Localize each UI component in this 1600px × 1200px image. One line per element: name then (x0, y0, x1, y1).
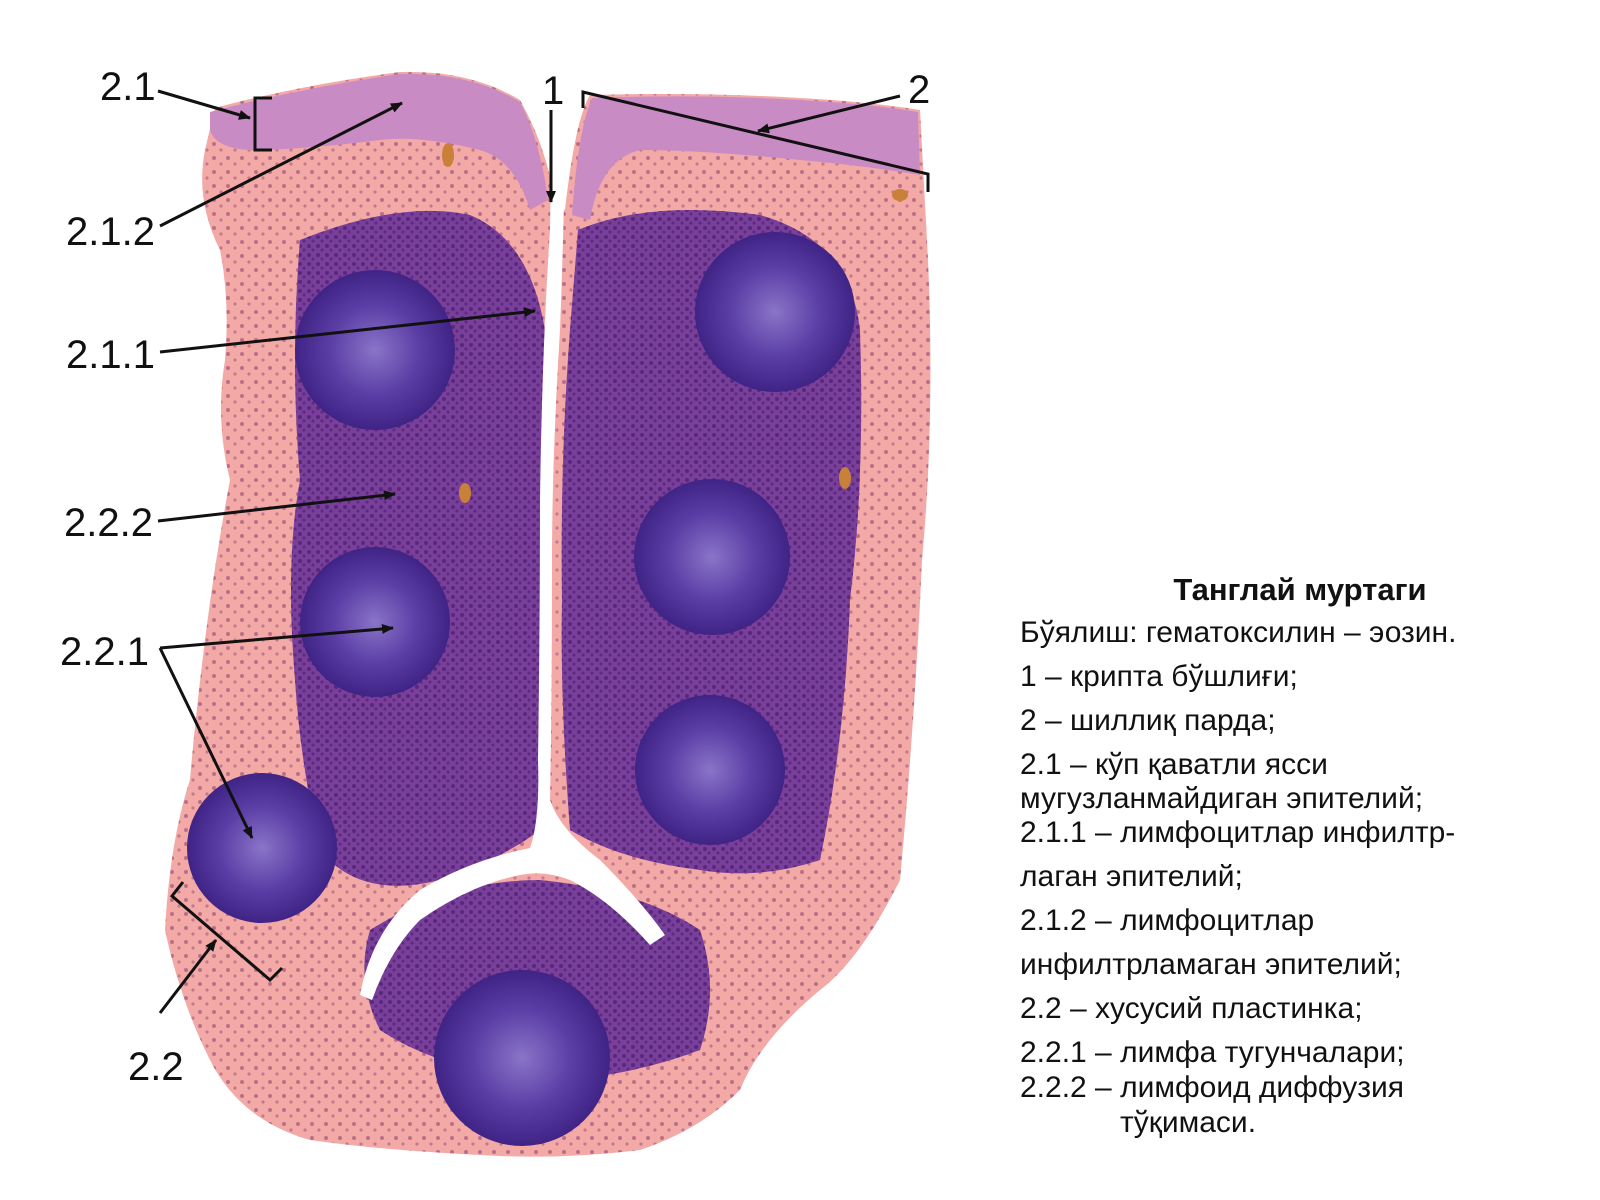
lymphoid-nodule (635, 695, 785, 845)
legend-item: 1 – крипта бўшлиғи; (1020, 660, 1298, 693)
legend-stain: Бўялиш: гематоксилин – эозин. (1020, 616, 1457, 649)
arrow-2-2-1b (158, 647, 254, 839)
arrow-2-1 (157, 89, 251, 120)
vessel (839, 467, 851, 489)
arrow-2-1-1 (159, 307, 536, 354)
vessel (442, 143, 454, 167)
label-2-2-2: 2.2.2 (64, 501, 153, 545)
label-2-1-1: 2.1.1 (66, 333, 155, 377)
bracket-2-1 (253, 96, 272, 152)
arrow-2 (757, 94, 901, 134)
arrow-2-2-2 (157, 490, 396, 523)
label-1: 1 (542, 69, 564, 113)
label-2-2-1: 2.2.1 (60, 630, 149, 674)
legend-item: 2.2.1 – лимфа тугунчалари; (1020, 1036, 1405, 1069)
legend-item: тўқимаси. (1120, 1106, 1257, 1139)
bracket-2-2 (169, 881, 284, 983)
label-2: 2 (908, 68, 930, 112)
lymphoid-nodule (295, 270, 455, 430)
legend-item: лаган эпителий; (1020, 860, 1243, 893)
vessel (892, 189, 908, 201)
bracket-2 (581, 90, 930, 192)
legend-item: 2.1.2 – лимфоцитлар (1020, 904, 1315, 937)
lymphoid-nodule (187, 773, 337, 923)
lymphoid-nodule (300, 547, 450, 697)
legend-item: 2.2.2 – лимфоид диффузия (1020, 1071, 1404, 1104)
vessel (459, 483, 471, 503)
legend-title: Танглай муртаги (1173, 572, 1427, 607)
legend-item: инфилтрламаган эпителий; (1020, 948, 1402, 981)
label-2-1-2: 2.1.2 (66, 210, 155, 254)
surface-epithelium-right (572, 96, 920, 220)
lymphoid-nodule (695, 232, 855, 392)
crypt-lumen (360, 80, 665, 1000)
arrow-2-1-2 (159, 101, 403, 228)
legend-item: 2.1 – кўп қаватли ясси (1020, 748, 1328, 781)
arrow-2-2 (158, 939, 218, 1014)
infiltrate-texture (291, 210, 862, 1080)
legend-item: 2 – шиллиқ парда; (1020, 704, 1276, 737)
legend-item: 2.2 – хусусий пластинка; (1020, 992, 1363, 1025)
lymphoid-nodule (634, 479, 790, 635)
lymphoid-nodule (434, 970, 610, 1146)
legend: Танглай муртаги Бўялиш: гематоксилин – э… (1020, 572, 1580, 1142)
legend-item: мугузланмайдиган эпителий; (1020, 782, 1424, 815)
label-2-2: 2.2 (128, 1045, 184, 1089)
legend-item: 2.1.1 – лимфоцитлар инфилтр- (1020, 816, 1456, 849)
surface-epithelium-left (210, 73, 548, 210)
arrow-2-2-1a (159, 623, 394, 650)
label-2-1: 2.1 (100, 65, 156, 109)
